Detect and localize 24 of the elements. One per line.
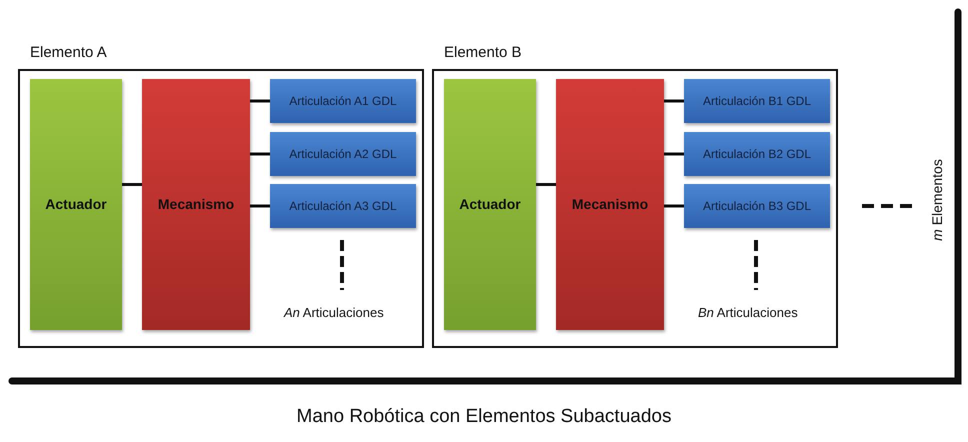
count-note: An Articulaciones: [284, 305, 384, 320]
joint-box: Articulación B2 GDL: [684, 132, 830, 176]
connector-line: [664, 100, 684, 102]
connector-line: [250, 204, 270, 208]
count-note: Bn Articulaciones: [698, 305, 798, 320]
actuator-box: Actuador: [30, 79, 122, 330]
connector-line: [664, 152, 684, 156]
connector-line: [536, 183, 556, 186]
joint-box: Articulación A3 GDL: [270, 184, 416, 228]
joint-box: Articulación B1 GDL: [684, 79, 830, 123]
mechanism-box: Mecanismo: [142, 79, 250, 330]
connector-line: [250, 100, 270, 102]
actuator-box: Actuador: [444, 79, 536, 330]
mechanism-box: Mecanismo: [556, 79, 664, 330]
element-heading: Elemento A: [30, 44, 107, 61]
joint-box: Articulación A1 GDL: [270, 79, 416, 123]
count-note: m Elementos: [929, 159, 945, 241]
joint-box: Articulación B3 GDL: [684, 184, 830, 228]
element-heading: Elemento B: [444, 44, 522, 61]
connector-line: [122, 183, 142, 186]
connector-line: [664, 204, 684, 208]
joint-box: Articulación A2 GDL: [270, 132, 416, 176]
connector-line: [250, 152, 270, 156]
diagram-caption: Mano Robótica con Elementos Subactuados: [296, 406, 672, 428]
